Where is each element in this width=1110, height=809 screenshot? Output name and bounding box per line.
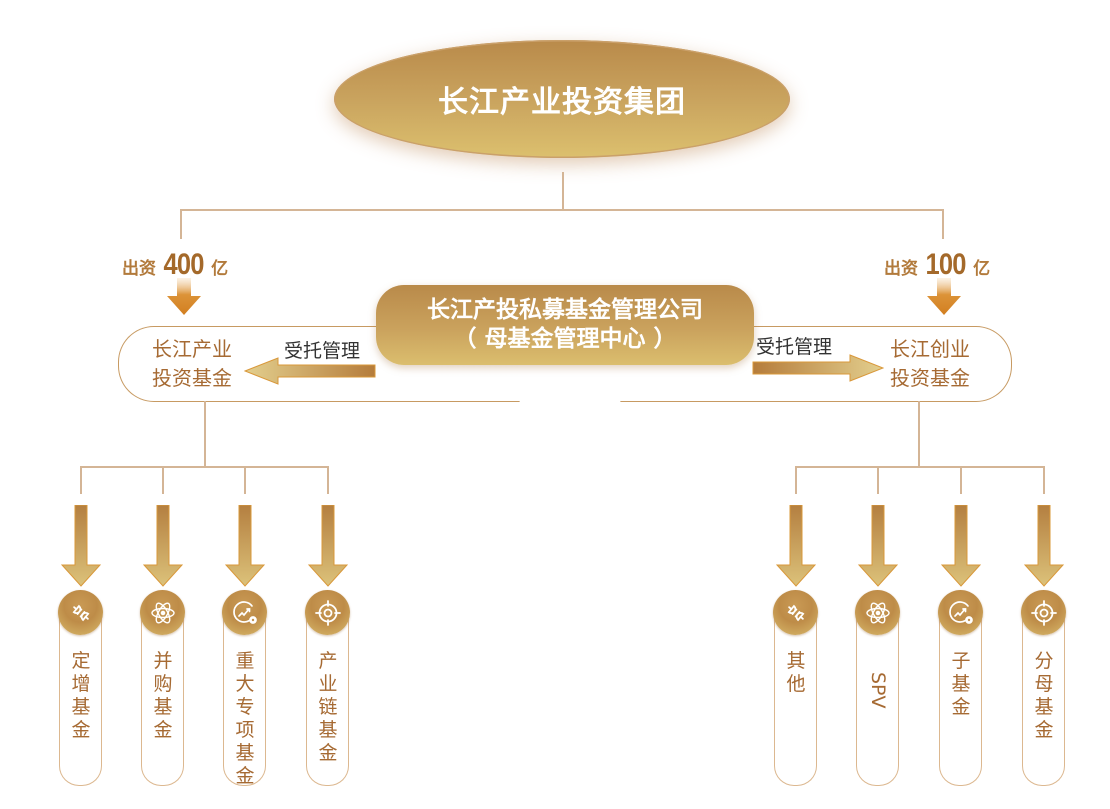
- card-column: [856, 610, 899, 786]
- right-trust-label: 受托管理: [756, 336, 833, 358]
- card-column: [939, 610, 982, 786]
- management-company-node: 长江产投私募基金管理公司 （ 母基金管理中心 ）: [376, 285, 754, 365]
- connector-right-child-1: [795, 466, 797, 494]
- card-column: [306, 610, 349, 786]
- invest-amount: 400: [163, 248, 205, 281]
- fund-name-line2: 投资基金: [890, 366, 970, 390]
- management-line1: 长江产投私募基金管理公司: [427, 297, 703, 323]
- left-fund-name: 长江产业 投资基金: [152, 335, 232, 393]
- child-fund-label: 定增基金: [71, 650, 91, 741]
- fund-name-line1: 长江产业: [152, 337, 232, 361]
- connector-right-children-horizontal: [795, 466, 1045, 468]
- plug-icon: [58, 590, 103, 635]
- root-node: 长江产业投资集团: [334, 40, 790, 158]
- orange-down-arrow-icon: [927, 278, 961, 315]
- gold-down-arrow-icon: [858, 505, 898, 587]
- left-child-card-2: 并购基金: [135, 590, 191, 786]
- right-child-card-2: SPV: [850, 590, 906, 786]
- connector-root-vertical: [562, 172, 564, 210]
- invest-unit: 亿: [211, 259, 229, 279]
- growth-gear-icon: [938, 590, 983, 635]
- left-child-card-3: 重大专项基金: [217, 590, 273, 787]
- gold-down-arrow-icon: [61, 505, 101, 587]
- invest-amount: 100: [925, 248, 967, 281]
- connector-left-children-horizontal: [80, 466, 328, 468]
- left-invest-label: 出资 400 亿: [122, 248, 228, 282]
- left-child-card-1: 定增基金: [53, 590, 109, 786]
- right-child-card-1: 其他: [768, 590, 824, 786]
- connector-right-child-3: [960, 466, 962, 494]
- gold-down-arrow-icon: [143, 505, 183, 587]
- child-fund-label: 并购基金: [153, 650, 173, 741]
- invest-prefix: 出资: [884, 259, 918, 279]
- connector-right-child-4: [1043, 466, 1045, 494]
- right-child-card-4: 分母基金: [1016, 590, 1072, 786]
- child-fund-label: 产业链基金: [318, 650, 338, 764]
- plug-icon: [773, 590, 818, 635]
- gold-down-arrow-icon: [225, 505, 265, 587]
- connector-top-horizontal: [180, 209, 944, 211]
- child-fund-label: 其他: [786, 650, 806, 695]
- fund-name-line2: 投资基金: [152, 366, 232, 390]
- connector-right-child-2: [877, 466, 879, 494]
- gold-down-arrow-icon: [1024, 505, 1064, 587]
- card-column: [223, 610, 266, 786]
- right-child-card-3: 子基金: [933, 590, 989, 786]
- management-line2: （ 母基金管理中心 ）: [453, 326, 677, 352]
- connector-left-child-2: [162, 466, 164, 494]
- child-fund-label: 重大专项基金: [235, 650, 255, 787]
- connector-left-child-3: [244, 466, 246, 494]
- right-fund-name: 长江创业 投资基金: [890, 335, 970, 393]
- connector-right-drop: [942, 209, 944, 239]
- growth-gear-icon: [222, 590, 267, 635]
- invest-unit: 亿: [973, 259, 991, 279]
- connector-left-drop: [180, 209, 182, 239]
- connector-left-fund-down: [204, 401, 206, 467]
- card-column: [59, 610, 102, 786]
- left-trust-label: 受托管理: [284, 340, 361, 362]
- connector-right-fund-down: [918, 401, 920, 467]
- connector-left-child-1: [80, 466, 82, 494]
- root-title: 长江产业投资集团: [438, 85, 686, 120]
- orange-down-arrow-icon: [167, 278, 201, 315]
- gold-down-arrow-icon: [941, 505, 981, 587]
- atom-icon: [140, 590, 185, 635]
- right-invest-label: 出资 100 亿: [884, 248, 990, 282]
- target-icon: [305, 590, 350, 635]
- card-column: [1022, 610, 1065, 786]
- connector-left-child-4: [327, 466, 329, 494]
- right-trust-arrow-icon: [752, 354, 884, 382]
- child-fund-label: 子基金: [951, 650, 971, 718]
- left-trust-arrow-icon: [244, 357, 376, 385]
- gold-down-arrow-icon: [776, 505, 816, 587]
- gold-down-arrow-icon: [308, 505, 348, 587]
- left-child-card-4: 产业链基金: [300, 590, 356, 786]
- card-column: [774, 610, 817, 786]
- target-icon: [1021, 590, 1066, 635]
- card-column: [141, 610, 184, 786]
- child-fund-label: SPV: [867, 671, 889, 709]
- invest-prefix: 出资: [122, 259, 156, 279]
- fund-name-line1: 长江创业: [890, 337, 970, 361]
- child-fund-label: 分母基金: [1034, 650, 1054, 741]
- atom-icon: [855, 590, 900, 635]
